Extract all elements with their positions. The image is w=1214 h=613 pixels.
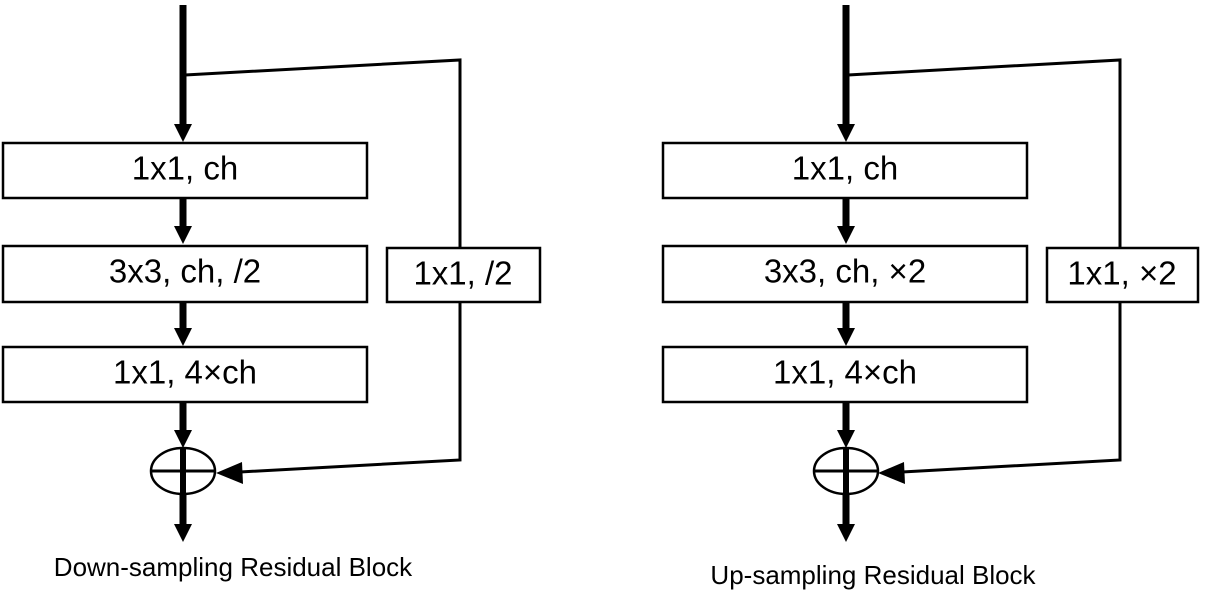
shortcut-line-bottom xyxy=(239,302,462,474)
shortcut-label: 1x1, /2 xyxy=(413,255,512,292)
shortcut-line-bottom xyxy=(901,302,1122,474)
shortcut-box xyxy=(1045,246,1200,304)
conv-box-3 xyxy=(661,345,1029,404)
conv-box-2 xyxy=(661,244,1029,304)
shortcut-box xyxy=(385,246,542,304)
conv-label-2: 3x3, ch, /2 xyxy=(109,253,261,290)
arrow-head xyxy=(837,524,855,542)
conv-box-2 xyxy=(1,244,369,304)
arrow-head xyxy=(174,430,192,448)
arrow-head xyxy=(837,430,855,448)
arrow-head xyxy=(174,524,192,542)
circled-plus-icon xyxy=(149,446,217,496)
arrow-head xyxy=(837,226,855,244)
conv-box-1 xyxy=(1,141,369,200)
arrow-head xyxy=(174,328,192,346)
shortcut-line-top xyxy=(184,58,462,248)
down-sampling-block: 1x1, ch 3x3, ch, /2 1x1, 4×ch 1x1, /2 Do… xyxy=(1,5,542,582)
circled-plus-icon xyxy=(812,446,880,496)
conv-label-2: 3x3, ch, ×2 xyxy=(764,253,926,290)
shortcut-line-top xyxy=(847,58,1122,248)
conv-box-1 xyxy=(661,141,1029,200)
arrow-head xyxy=(837,328,855,346)
shortcut-arrow-head xyxy=(878,462,905,484)
conv-box-3 xyxy=(1,345,369,404)
arrow-head xyxy=(174,226,192,244)
block-caption: Down-sampling Residual Block xyxy=(54,552,413,582)
shortcut-label: 1x1, ×2 xyxy=(1067,255,1176,292)
arrow-head xyxy=(837,124,855,142)
arrow-head xyxy=(174,124,192,142)
conv-label-1: 1x1, ch xyxy=(132,150,238,187)
shortcut-arrow-head xyxy=(216,462,243,484)
conv-label-1: 1x1, ch xyxy=(792,150,898,187)
block-caption: Up-sampling Residual Block xyxy=(710,560,1036,590)
conv-label-3: 1x1, 4×ch xyxy=(773,354,917,391)
conv-label-3: 1x1, 4×ch xyxy=(113,354,257,391)
up-sampling-block: 1x1, ch 3x3, ch, ×2 1x1, 4×ch 1x1, ×2 Up… xyxy=(661,5,1200,590)
